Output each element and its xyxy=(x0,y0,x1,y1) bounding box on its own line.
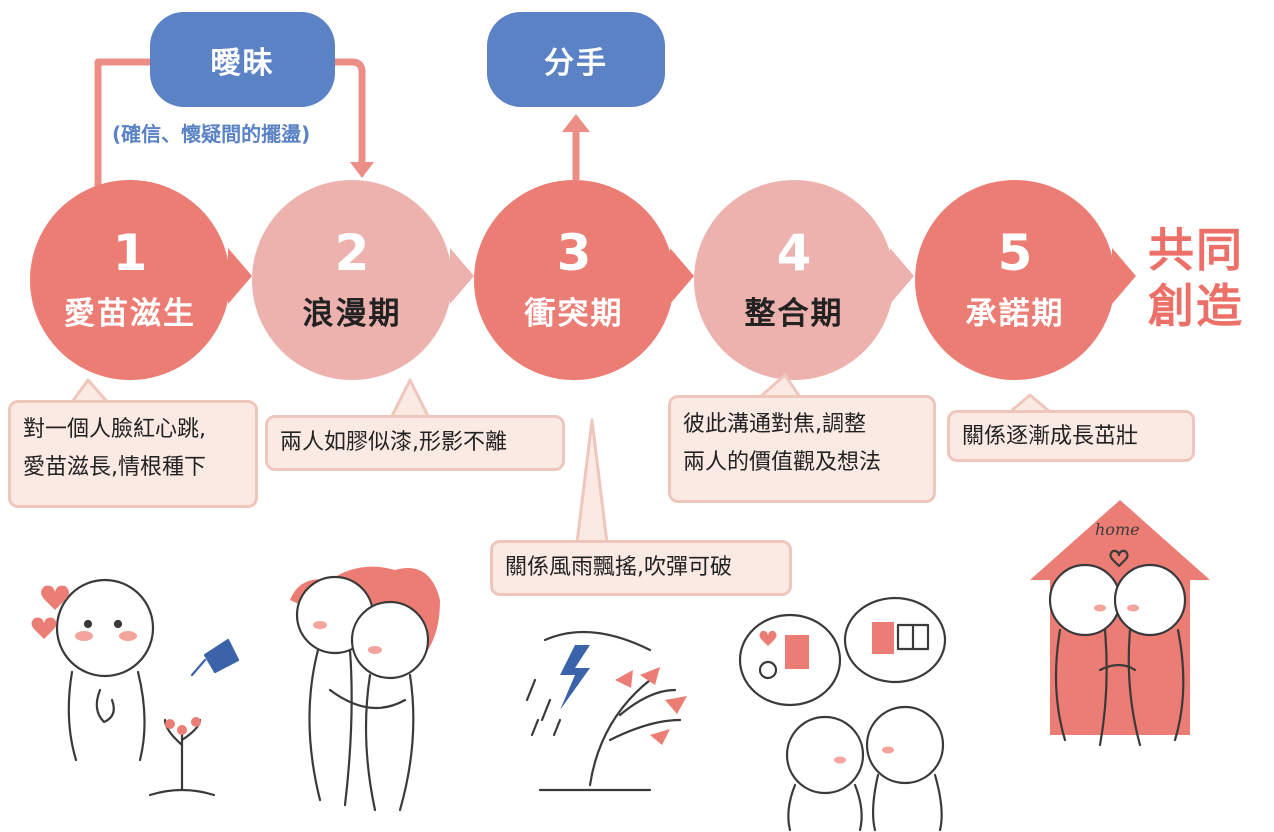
description-box-2: 兩人如膠似漆,形影不離 xyxy=(265,415,565,471)
home-label: home xyxy=(1095,520,1140,539)
stage-2-name: 浪漫期 xyxy=(302,295,402,332)
blushing-person xyxy=(55,578,155,762)
ambiguous-note: (確信、懷疑間的擺盪) xyxy=(112,122,311,146)
stage-5-name: 承諾期 xyxy=(965,295,1065,332)
final-line-2: 創造 xyxy=(1148,279,1244,333)
description-box-4: 彼此溝通對焦,調整 兩人的價值觀及想法 xyxy=(668,395,936,503)
arrowhead-down xyxy=(350,162,374,178)
stage-1-tail xyxy=(228,248,252,304)
stage-4-name: 整合期 xyxy=(744,295,844,332)
stage-4-tail xyxy=(890,248,914,304)
stage-5-number: 5 xyxy=(997,223,1033,282)
ambiguous-pill: 曖昧 xyxy=(150,12,335,107)
stage-4-number: 4 xyxy=(776,223,812,282)
stage-3: 3 衝突期 xyxy=(474,180,674,380)
description-2-line-1: 兩人如膠似漆,形影不離 xyxy=(280,430,507,455)
stage-2-tail xyxy=(450,248,474,304)
stage-4: 4 整合期 xyxy=(694,180,894,380)
stage-3-number: 3 xyxy=(556,223,592,282)
stage-5: 5 承諾期 xyxy=(915,180,1115,380)
stage-2: 2 浪漫期 xyxy=(252,180,452,380)
description-1-line-2: 愛苗滋長,情根種下 xyxy=(23,455,206,480)
breakup-pill: 分手 xyxy=(487,12,665,107)
description-box-1: 對一個人臉紅心跳, 愛苗滋長,情根種下 xyxy=(8,400,258,508)
thought-bubbles xyxy=(738,596,947,707)
description-1-line-1: 對一個人臉紅心跳, xyxy=(23,417,206,442)
ambiguous-label: 曖昧 xyxy=(210,45,275,81)
stage-5-tail xyxy=(1112,248,1136,304)
description-4-line-1: 彼此溝通對焦,調整 xyxy=(683,412,866,437)
arrow-from-ambiguous xyxy=(332,58,366,162)
stage-1-name: 愛苗滋生 xyxy=(64,295,196,332)
hugging-couple xyxy=(290,566,440,812)
description-4-line-2: 兩人的價值觀及想法 xyxy=(683,450,882,475)
arrowhead-up xyxy=(562,114,590,132)
final-line-1: 共同 xyxy=(1148,223,1244,277)
description-box-3: 關係風雨飄搖,吹彈可破 xyxy=(490,540,792,596)
arrow-to-ambiguous xyxy=(94,58,150,190)
sprout xyxy=(148,717,216,797)
final-goal: 共同 創造 xyxy=(1148,222,1244,334)
watering-can xyxy=(190,638,240,677)
description-box-5: 關係逐漸成長茁壯 xyxy=(947,410,1195,462)
lightning-icon xyxy=(560,645,590,710)
heart-icon xyxy=(41,585,69,610)
stage-1: 1 愛苗滋生 xyxy=(30,180,230,380)
stage-3-tail xyxy=(670,248,694,304)
description-5-line-1: 關係逐漸成長茁壯 xyxy=(962,424,1139,449)
stage-3-name: 衝突期 xyxy=(524,295,624,332)
storm-tree xyxy=(525,630,687,792)
description-3-line-1: 關係風雨飄搖,吹彈可破 xyxy=(505,555,732,580)
stage-1-number: 1 xyxy=(112,223,148,282)
talking-couple xyxy=(785,705,945,832)
house-couple xyxy=(1030,500,1210,747)
stage-2-number: 2 xyxy=(334,223,370,282)
breakup-label: 分手 xyxy=(544,45,608,81)
